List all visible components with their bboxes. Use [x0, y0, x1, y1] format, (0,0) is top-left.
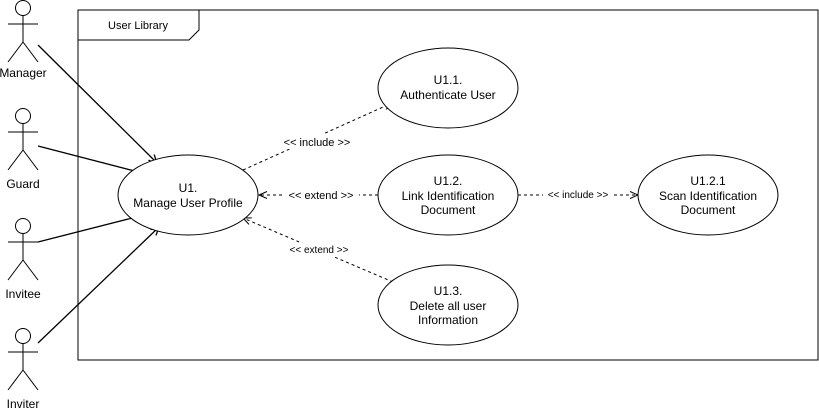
use-case-u121[interactable]: U1.2.1 Scan Identification Document: [637, 154, 779, 236]
use-case-u11[interactable]: U1.1. Authenticate User: [377, 47, 519, 129]
stick-figure-icon: [7, 108, 39, 171]
include-u1-u11-label-bg: [277, 134, 357, 149]
actor-manager-label: Manager: [0, 66, 47, 80]
boundary-title: User Library: [108, 20, 168, 32]
include-u12-u121-label: << include >>: [548, 190, 609, 201]
boundary-tab: [78, 10, 200, 41]
extend-u13-u1-label-bg: [284, 243, 354, 257]
use-case-u1-name: Manage User Profile: [133, 196, 243, 210]
include-u1-u11-label: << include >>: [284, 137, 351, 149]
extend-u12-u1-label: << extend >>: [289, 190, 354, 202]
stick-figure-icon: [7, 328, 39, 391]
actor-invitee-label: Invitee: [5, 287, 41, 301]
association-inviter: [37, 227, 159, 344]
stick-figure-icon: [7, 218, 39, 281]
association-guard: [37, 145, 150, 175]
use-case-u12-id: U1.2.: [434, 174, 463, 188]
use-case-u13-name-1: Delete all user: [410, 299, 487, 313]
extend-u12-u1-label-bg: [283, 188, 359, 203]
use-case-u11-name: Authenticate User: [400, 88, 495, 102]
actor-invitee[interactable]: Invitee: [5, 218, 41, 302]
include-u12-u121-label-bg: [543, 188, 613, 202]
use-case-u13-id: U1.3.: [434, 284, 463, 298]
actor-guard[interactable]: Guard: [6, 108, 40, 192]
use-case-u1[interactable]: U1. Manage User Profile: [117, 154, 259, 236]
actor-manager[interactable]: Manager: [0, 0, 47, 81]
use-case-u121-name-2: Document: [681, 203, 736, 217]
use-case-u1-id: U1.: [179, 181, 198, 195]
use-case-u12-name-2: Document: [421, 203, 476, 217]
actor-inviter[interactable]: Inviter: [7, 328, 40, 412]
use-case-u121-name-1: Scan Identification: [659, 189, 757, 203]
use-case-u11-id: U1.1.: [434, 73, 463, 87]
use-case-u121-id: U1.2.1: [690, 174, 726, 188]
actor-guard-label: Guard: [6, 177, 39, 191]
use-case-u13-name-2: Information: [418, 313, 478, 327]
use-case-u12-name-1: Link Identification: [402, 189, 495, 203]
use-case-u13[interactable]: U1.3. Delete all user Information: [377, 264, 519, 346]
use-case-u12[interactable]: U1.2. Link Identification Document: [377, 154, 519, 236]
association-manager: [37, 44, 157, 163]
dependencies: << include >> << extend >> << include >>…: [243, 103, 638, 283]
stick-figure-icon: [7, 0, 39, 63]
extend-u13-u1-label: << extend >>: [290, 245, 349, 256]
actor-inviter-label: Inviter: [7, 397, 40, 411]
